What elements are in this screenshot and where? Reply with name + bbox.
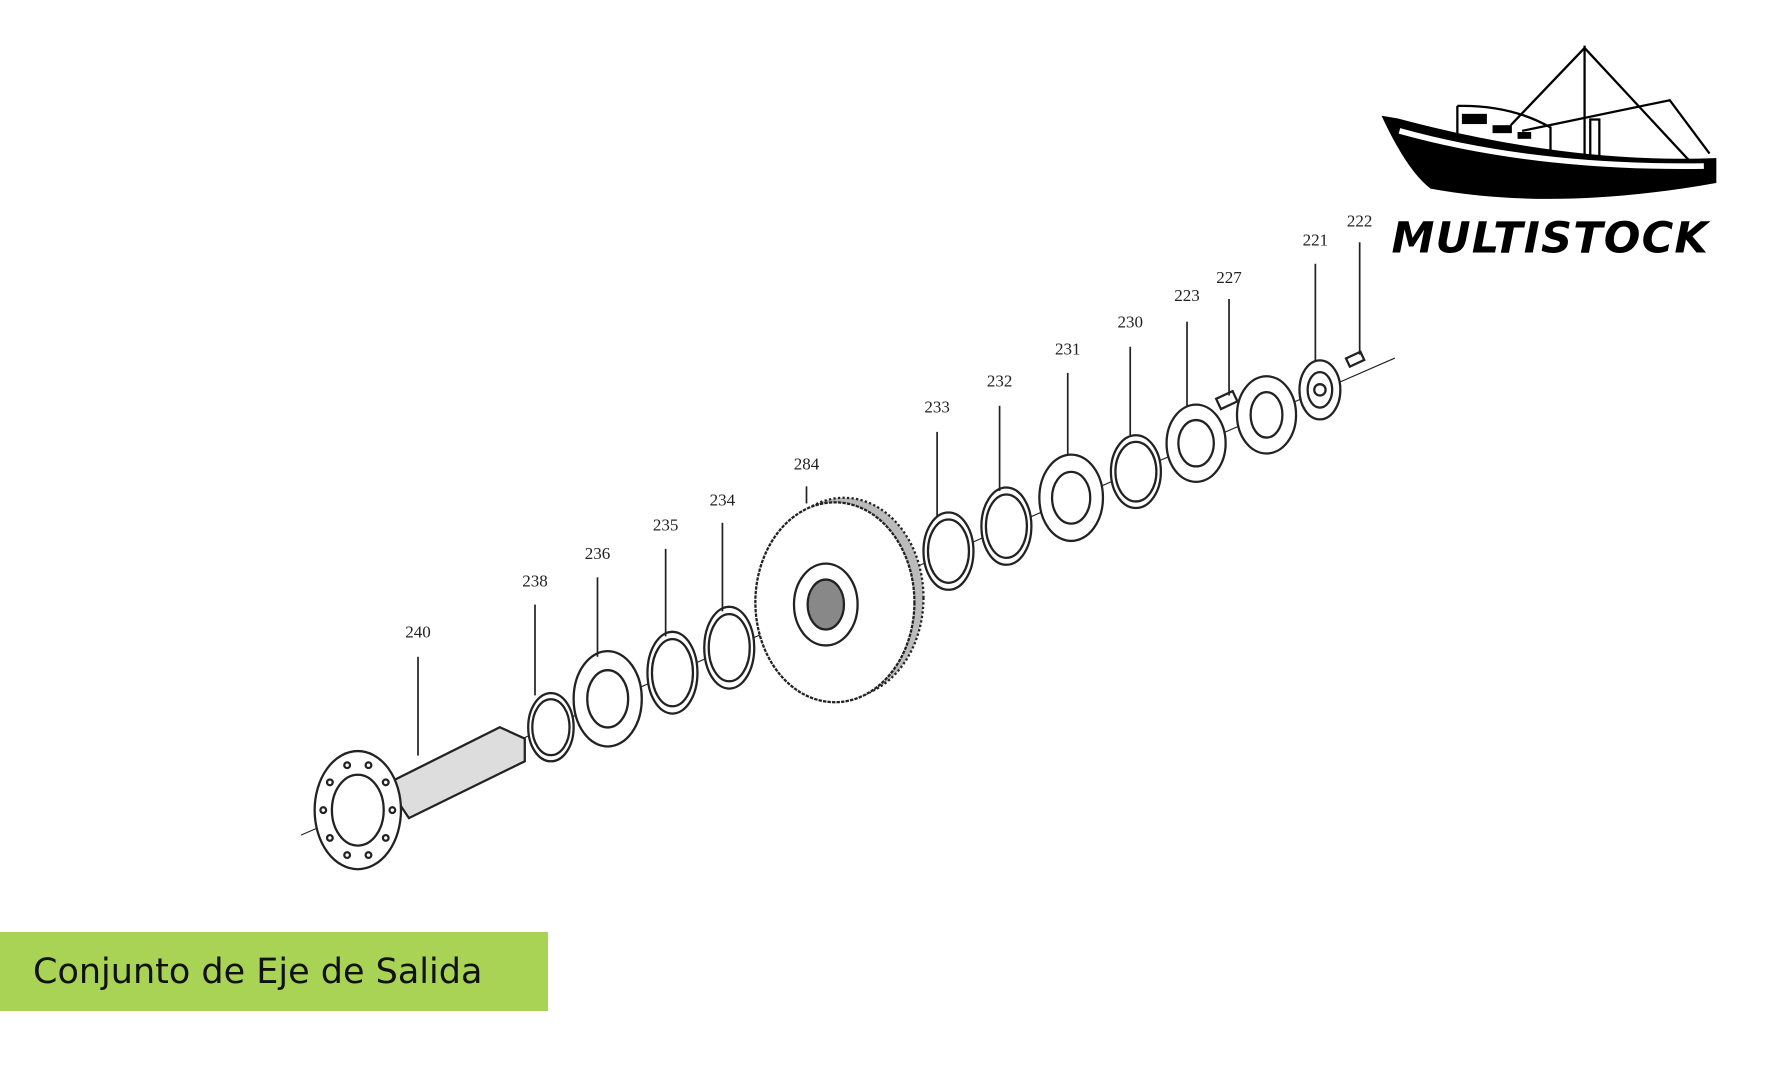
part-240[interactable] — [313, 749, 403, 871]
part-number-label: 236 — [585, 544, 611, 563]
part-222[interactable] — [1344, 350, 1366, 369]
part-number-label: 227 — [1216, 268, 1242, 287]
part-223[interactable] — [1165, 403, 1227, 484]
part-231[interactable] — [1038, 453, 1105, 543]
section-title: Conjunto de Eje de Salida — [33, 951, 483, 992]
part-232[interactable] — [980, 486, 1033, 566]
part-number-label: 240 — [405, 622, 431, 641]
part-number-label: 232 — [987, 371, 1013, 390]
part-number-label: 221 — [1303, 231, 1329, 250]
part-number-label: 234 — [710, 491, 736, 510]
part-284[interactable] — [754, 496, 925, 704]
part-number-label: 230 — [1117, 312, 1143, 331]
part-number-label: 235 — [653, 516, 679, 535]
brand-name: MULTISTOCK — [1391, 213, 1711, 263]
part-number-label: 231 — [1055, 340, 1081, 359]
part-233[interactable] — [922, 511, 975, 591]
part-number-label: 238 — [522, 571, 548, 590]
part-238[interactable] — [527, 692, 575, 763]
fishing-boat-icon — [1381, 45, 1717, 199]
part-number-label: 223 — [1174, 286, 1200, 305]
part-221[interactable] — [1298, 359, 1342, 421]
bearing-part-bore — [1249, 390, 1284, 439]
output-shaft — [384, 725, 526, 820]
part-number-label: 284 — [794, 454, 820, 473]
part-236[interactable] — [572, 649, 643, 748]
part-230[interactable] — [1109, 434, 1163, 510]
part-234[interactable] — [703, 605, 756, 690]
part-227[interactable] — [1214, 389, 1239, 411]
part-number-label: 233 — [924, 398, 950, 417]
section-title-banner: Conjunto de Eje de Salida — [0, 932, 548, 1011]
part-number-label: 222 — [1347, 211, 1373, 230]
part-235[interactable] — [646, 630, 699, 715]
